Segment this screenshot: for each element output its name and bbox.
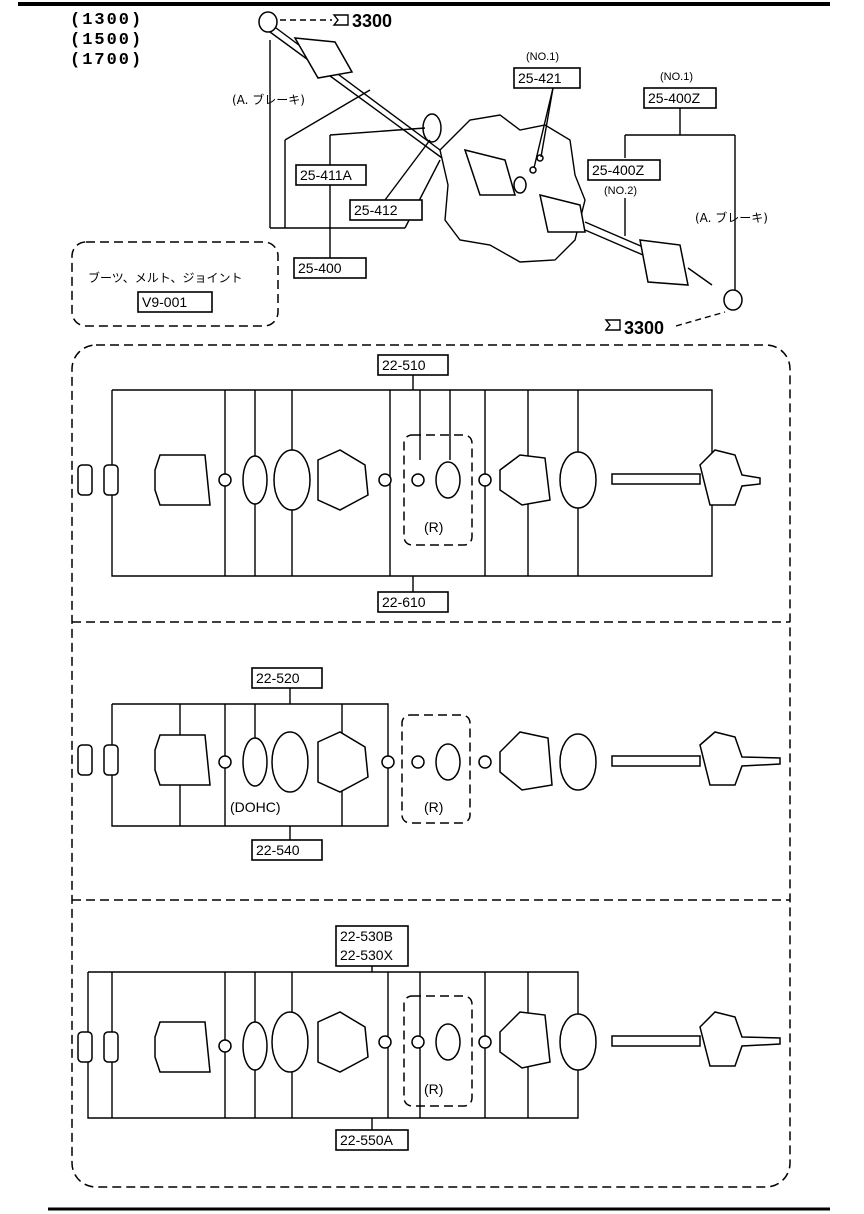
s1-bottom-label: 22-610 — [382, 594, 426, 610]
s2-bottom-box[interactable] — [251, 839, 323, 861]
part-25-400-box[interactable] — [293, 257, 367, 279]
section-3: 22-530B 22-530X (R) 22-550A — [77, 925, 781, 1151]
pointer-icon — [332, 14, 349, 26]
brake-label-right: (A. ブレーキ) — [695, 210, 768, 225]
part-25-400z-a: 25-400Z — [648, 90, 701, 106]
s1-top-label: 22-510 — [382, 357, 426, 373]
no1-label-b: (NO.1) — [660, 71, 693, 83]
leader-25-411a — [329, 127, 426, 136]
brake-label-left: (A. ブレーキ) — [232, 92, 305, 107]
s2-top-label: 22-520 — [256, 670, 300, 686]
part-25-400z-b: 25-400Z — [592, 162, 645, 178]
s3-bottom-label: 22-550A — [340, 1132, 394, 1148]
no1-label-a: (NO.1) — [526, 51, 559, 63]
part-25-400z-box-b[interactable] — [587, 159, 661, 181]
engine-label-1300: (1300) — [70, 11, 143, 30]
kit-note: ブーツ、メルト、ジョイント — [88, 270, 243, 285]
leader-25-412 — [384, 139, 431, 201]
leader-25-421-b — [533, 87, 554, 169]
pointer-icon-bottom — [604, 319, 621, 331]
part-25-421-box[interactable] — [513, 67, 581, 89]
leader-25-421-a — [540, 87, 554, 158]
bracket-left-3 — [284, 89, 371, 141]
s1-bottom-box[interactable] — [377, 591, 449, 613]
s2-bottom-label: 22-540 — [256, 842, 300, 858]
section-1: 22-510 (R) 22-610 — [77, 354, 761, 613]
s2-dohc-label: (DOHC) — [230, 799, 281, 815]
s3-top-label-a: 22-530B — [340, 928, 393, 944]
part-25-412-box[interactable] — [349, 199, 423, 221]
kit-code: V9-001 — [142, 294, 187, 310]
engine-label-1500: (1500) — [70, 31, 143, 50]
s2-top-box[interactable] — [251, 667, 323, 689]
part-25-411a: 25-411A — [300, 167, 353, 183]
part-25-411a-box[interactable] — [295, 164, 367, 186]
s3-r-label: (R) — [424, 1081, 443, 1097]
ref-3300-top: 3300 — [352, 11, 392, 31]
part-25-421: 25-421 — [518, 70, 562, 86]
ref-3300-bottom: 3300 — [624, 318, 664, 338]
part-25-400: 25-400 — [298, 260, 342, 276]
kit-code-box[interactable] — [137, 291, 213, 313]
top-assembly-illustration — [258, 11, 743, 311]
s3-top-label-b: 22-530X — [340, 947, 394, 963]
section-2: 22-520 (R) (DOHC) 22-540 — [77, 667, 781, 861]
s2-r-label: (R) — [424, 799, 443, 815]
s3-bottom-box[interactable] — [335, 1129, 409, 1151]
ref-3300-bottom-leader — [675, 311, 726, 327]
kit-note-box — [71, 241, 279, 327]
engine-label-1700: (1700) — [70, 51, 143, 70]
part-25-412: 25-412 — [354, 202, 398, 218]
no2-label: (NO.2) — [604, 185, 637, 197]
s1-r-label: (R) — [424, 519, 443, 535]
